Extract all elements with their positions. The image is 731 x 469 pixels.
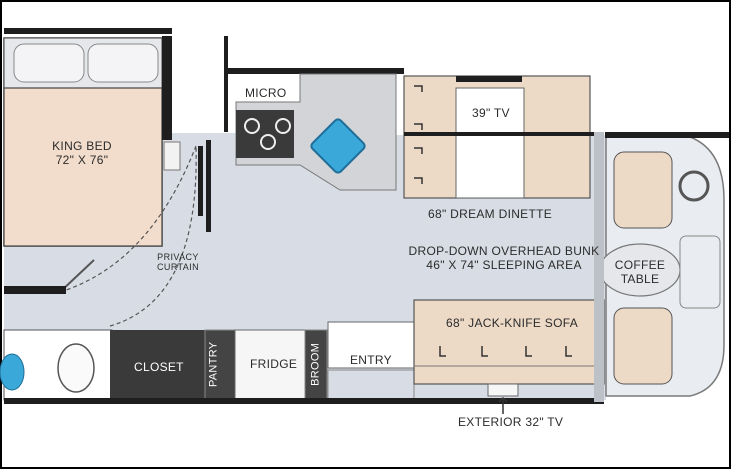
exterior-tv-mount	[487, 383, 519, 397]
rear-top-wall	[4, 28, 172, 34]
king-bed-size: 72" X 76"	[55, 152, 109, 167]
dinette-chair-brackets	[414, 85, 423, 184]
bed-mattress	[3, 87, 163, 247]
tv-label: 39" TV	[472, 106, 510, 120]
exterior-tv-label: EXTERIOR 32" TV	[458, 415, 564, 429]
nightstand	[163, 141, 181, 171]
privacy-curtain-line1: PRIVACY	[157, 252, 199, 262]
bath-wall-top	[4, 286, 66, 294]
dinette-label: 68" DREAM DINETTE	[428, 207, 553, 221]
sofa-brackets	[439, 346, 572, 357]
bath-sink	[0, 353, 25, 391]
dinette-table	[455, 87, 525, 199]
cab-divider	[594, 132, 604, 402]
exterior-tv-arrow	[498, 396, 508, 414]
bedroom-door-swing	[59, 145, 197, 293]
broom-label: BROOM	[309, 342, 322, 386]
tv-mount	[456, 76, 522, 82]
galley-upper-wall	[224, 68, 404, 74]
cooktop	[236, 110, 294, 158]
fridge-box	[234, 329, 306, 401]
coffee-table-label: COFFEE TABLE	[610, 258, 670, 287]
bunk-label: DROP-DOWN OVERHEAD BUNK 46" X 74" SLEEPI…	[408, 244, 600, 273]
entry-landing	[327, 369, 415, 401]
closet-box	[110, 330, 205, 400]
fridge-label: FRIDGE	[250, 357, 298, 371]
entry-label: ENTRY	[350, 353, 392, 367]
cab-top-wall	[605, 132, 729, 138]
pantry-label: PANTRY	[207, 341, 220, 388]
passenger-seat	[613, 151, 673, 229]
bunk-size: 46" X 74" SLEEPING AREA	[426, 257, 582, 272]
driver-seat	[613, 307, 673, 385]
jack-knife-sofa	[413, 299, 605, 385]
bed-wall-column	[162, 36, 172, 140]
entry-step	[327, 321, 415, 369]
sofa-label: 68" JACK-KNIFE SOFA	[446, 316, 578, 330]
cooktop-burners-icon	[244, 118, 291, 150]
closet-label: CLOSET	[134, 360, 184, 374]
kitchen-sink-icon	[310, 118, 366, 174]
pillow-right	[87, 43, 159, 83]
privacy-curtain-line2: CURTAIN	[157, 262, 199, 273]
toilet-icon	[57, 343, 95, 393]
king-bed-label: KING BED 72" X 76"	[22, 139, 142, 168]
galley-left-wall	[224, 36, 228, 132]
dash-console	[679, 235, 721, 309]
lower-outer-wall	[4, 398, 604, 404]
kitchen-counter	[235, 73, 397, 191]
bunk-title: DROP-DOWN OVERHEAD BUNK	[408, 244, 600, 258]
coffee-table-line2: TABLE	[620, 271, 660, 286]
pillow-left	[13, 43, 85, 83]
micro-label: MICRO	[245, 86, 287, 100]
dinette-bottom-wall	[404, 132, 604, 136]
coffee-table-line1: COFFEE	[614, 258, 666, 272]
wall-segment	[198, 146, 203, 216]
wall-segment-2	[206, 140, 211, 232]
privacy-curtain-swing	[109, 145, 197, 327]
king-bed-title: KING BED	[52, 139, 112, 153]
privacy-curtain-label: PRIVACY CURTAIN	[148, 252, 208, 273]
steering-wheel-icon	[678, 170, 710, 202]
